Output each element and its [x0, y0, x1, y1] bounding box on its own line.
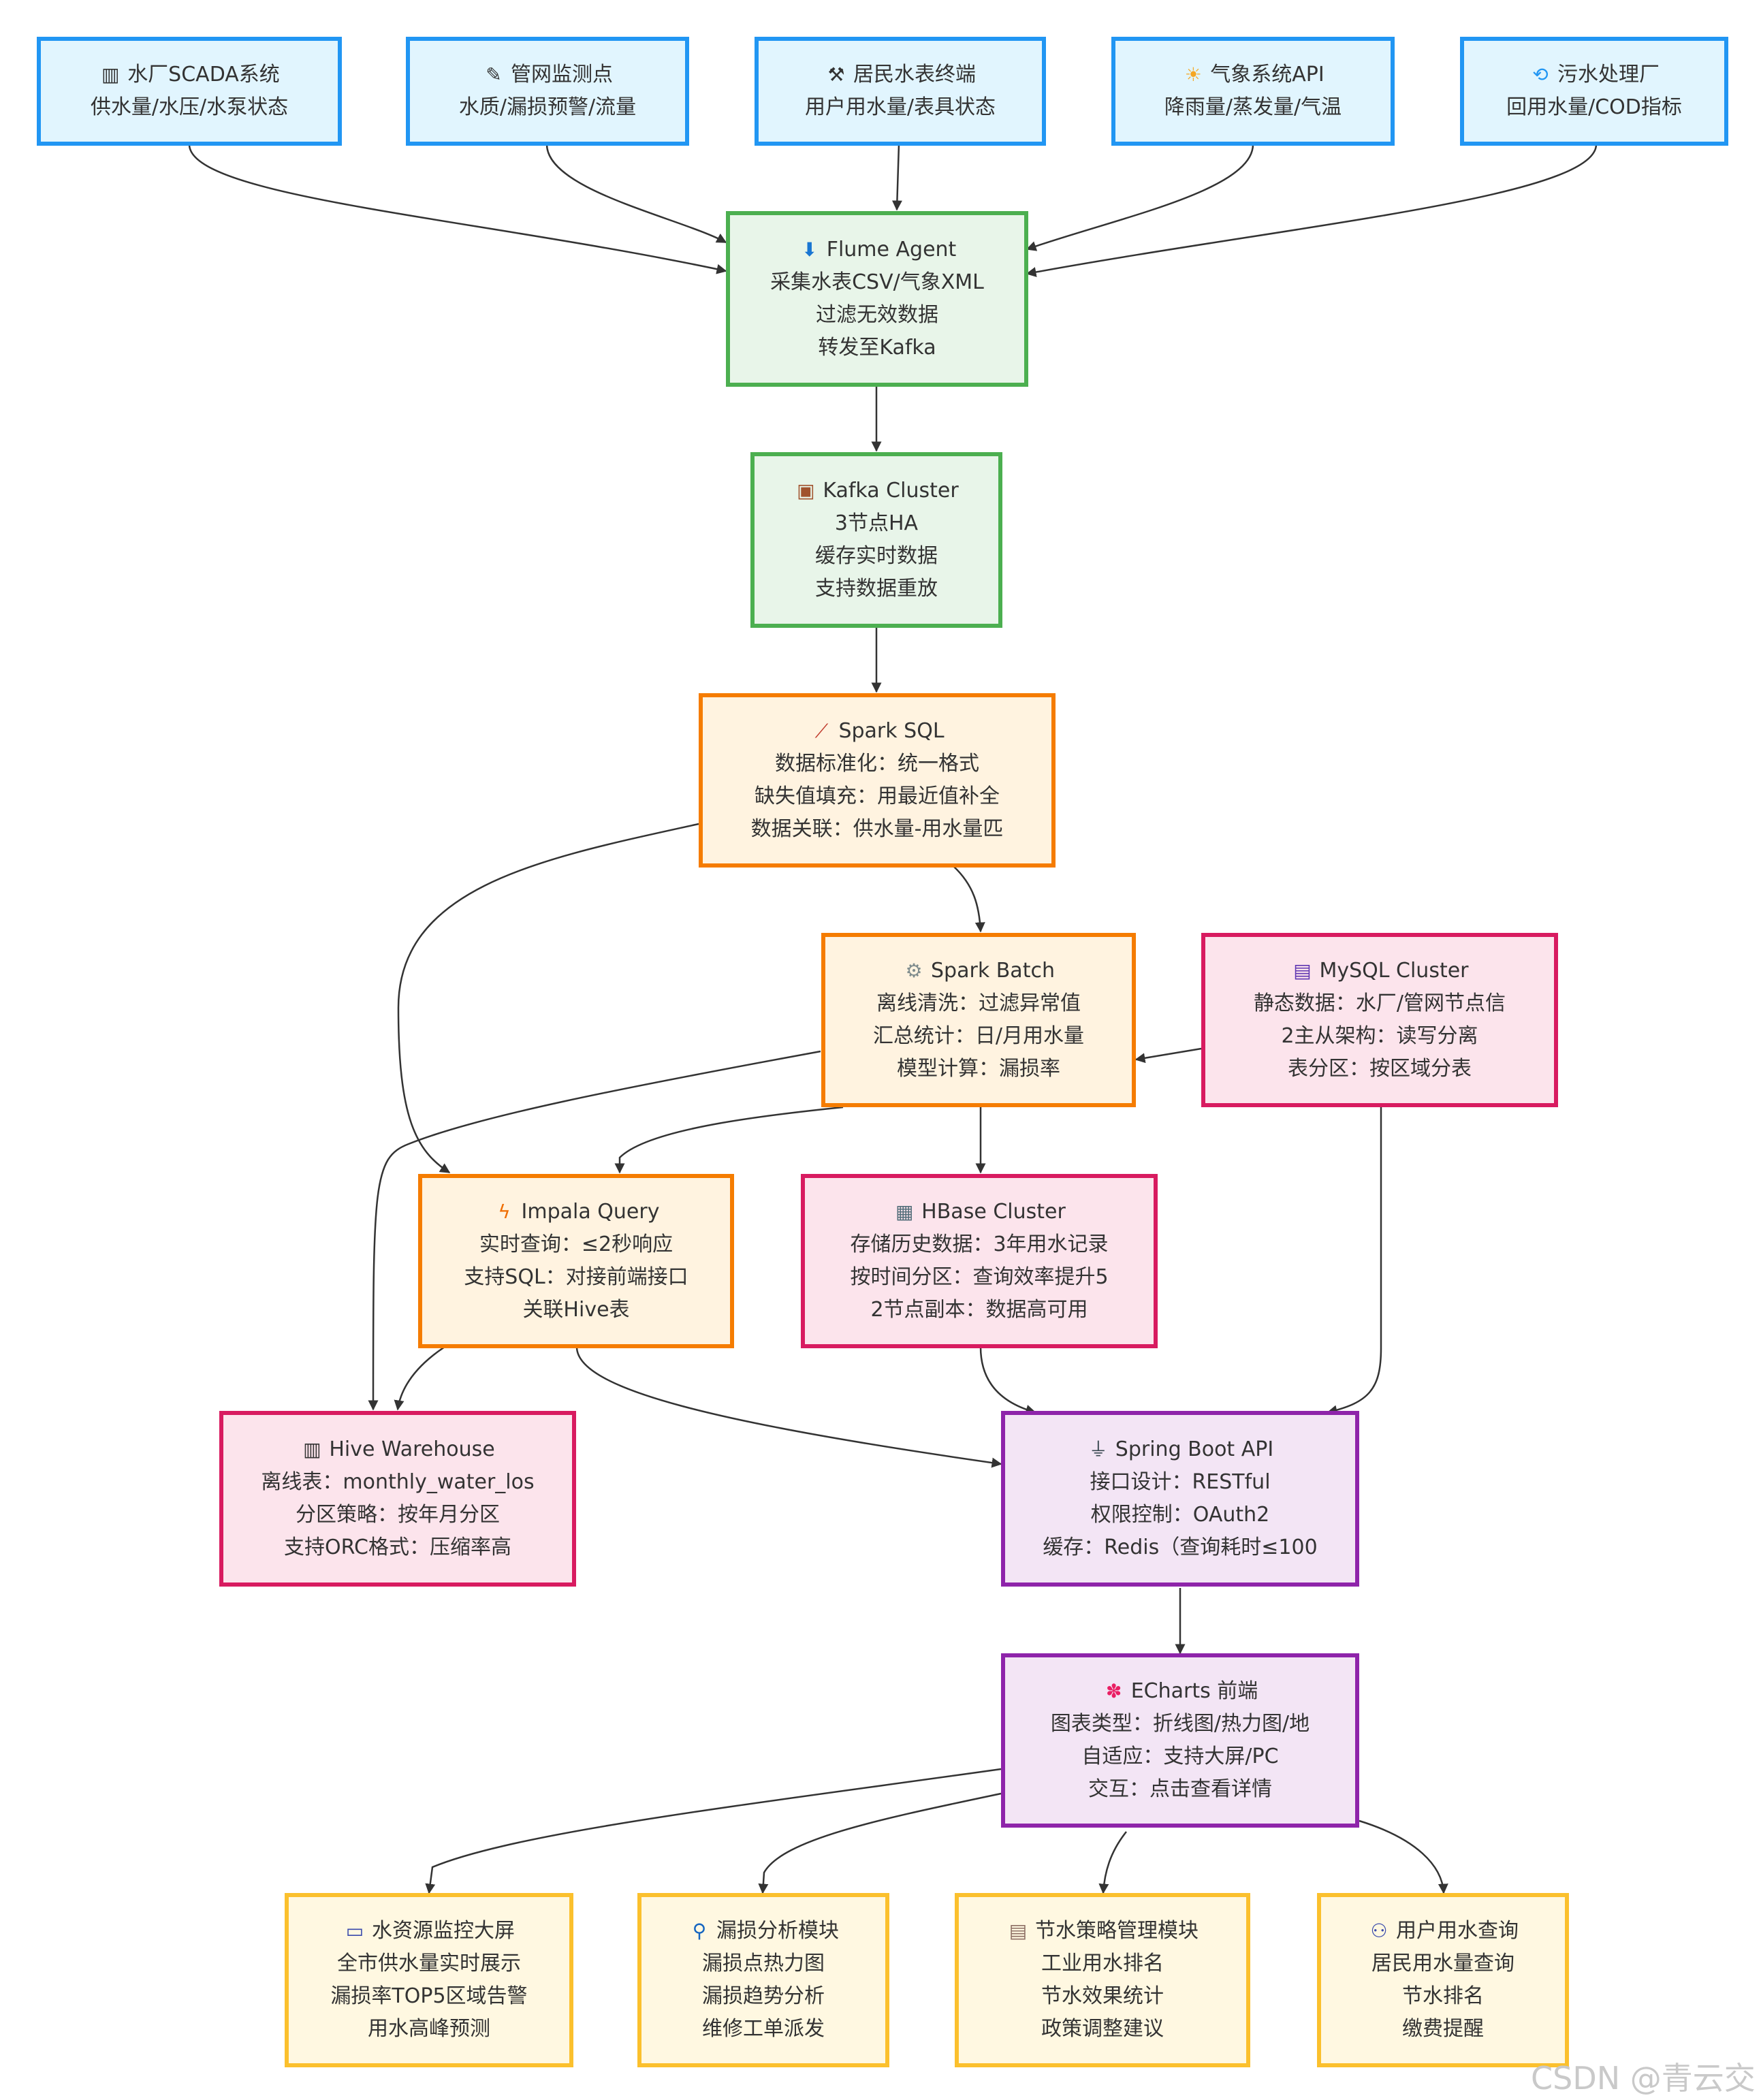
palette-icon: ✽ — [1105, 1680, 1122, 1702]
broom-icon: ⟋ — [814, 720, 829, 742]
floppy-disk-icon: ▤ — [1293, 959, 1312, 982]
edge-echarts-leak — [758, 1792, 1002, 1894]
lightning-icon: ϟ — [498, 1200, 511, 1223]
edge-mysql-batch — [1135, 1047, 1202, 1064]
node-spark-sql: ⟋Spark SQL 数据标准化：统一格式 缺失值填充：用最近值补全 数据关联：… — [699, 693, 1056, 868]
node-pipe-monitor: ✎管网监测点 水质/漏损预警/流量 — [406, 37, 689, 146]
package-icon: ▣ — [797, 479, 815, 502]
edge-hbase-spring — [979, 1346, 1036, 1415]
node-meter-terminal: ⚒居民水表终端 用户用水量/表具状态 — [755, 37, 1046, 146]
node-kafka-cluster: ▣Kafka Cluster 3节点HA 缓存实时数据 支持数据重放 — [750, 452, 1002, 628]
edge-sewage-flume — [1026, 144, 1598, 277]
edge-batch-hive — [368, 1050, 821, 1411]
edge-impala-hive — [394, 1346, 445, 1411]
clipboard-icon: ▤ — [1009, 1920, 1028, 1942]
node-sewage-plant: ⟲污水处理厂 回用水量/COD指标 — [1460, 37, 1728, 146]
edge-impala-spring — [575, 1346, 1002, 1468]
edge-echarts-monitor — [425, 1768, 1002, 1894]
plug-icon: ⏚ — [1088, 1438, 1108, 1461]
users-icon: ⚇ — [1370, 1920, 1388, 1942]
edge-scada-flume — [188, 144, 727, 274]
magnifier-icon: ⚲ — [692, 1920, 707, 1942]
edge-echarts-user — [1359, 1819, 1448, 1894]
edge-echarts-saving — [1098, 1831, 1127, 1894]
syringe-icon: ✎ — [486, 63, 502, 86]
bar-chart-icon: ▥ — [303, 1438, 321, 1461]
edge-batch-impala — [614, 1106, 844, 1174]
tv-icon: ▭ — [345, 1920, 364, 1942]
edge-meter-flume — [891, 144, 902, 211]
node-water-saving: ▤节水策略管理模块 工业用水排名 节水效果统计 政策调整建议 — [955, 1893, 1250, 2067]
inbox-tray-icon: ⬇ — [801, 238, 818, 261]
wrench-icon: ⚒ — [827, 63, 845, 86]
gear-icon: ⚙ — [905, 959, 923, 982]
node-mysql-cluster: ▤MySQL Cluster 静态数据：水厂/管网节点信 2主从架构：读写分离 … — [1201, 933, 1558, 1107]
node-hive-warehouse: ▥Hive Warehouse 离线表：monthly_water_los 分区… — [219, 1411, 576, 1587]
node-leak-analysis: ⚲漏损分析模块 漏损点热力图 漏损趋势分析 维修工单派发 — [637, 1893, 889, 2067]
edge-sparksql-impala — [397, 823, 699, 1174]
edge-weather-flume — [1026, 144, 1254, 251]
sun-cloud-icon: ☀ — [1184, 63, 1202, 86]
node-weather-api: ☀气象系统API 降雨量/蒸发量/气温 — [1111, 37, 1395, 146]
edge-mysql-spring — [1327, 1107, 1382, 1416]
node-spark-batch: ⚙Spark Batch 离线清洗：过滤异常值 汇总统计：日/月用水量 模型计算… — [821, 933, 1136, 1107]
node-user-query: ⚇用户用水查询 居民用水量查询 节水排名 缴费提醒 — [1317, 1893, 1569, 2067]
node-hbase-cluster: ▦HBase Cluster 存储历史数据：3年用水记录 按时间分区：查询效率提… — [801, 1174, 1158, 1348]
node-spring-boot-api: ⏚Spring Boot API 接口设计：RESTful 权限控制：OAuth… — [1001, 1411, 1359, 1587]
bar-chart-icon: ▥ — [101, 63, 120, 86]
recycle-icon: ⟲ — [1532, 63, 1549, 86]
edge-pipe-flume — [545, 144, 727, 244]
node-scada: ▥水厂SCADA系统 供水量/水压/水泵状态 — [37, 37, 342, 146]
node-monitor-screen: ▭水资源监控大屏 全市供水量实时展示 漏损率TOP5区域告警 用水高峰预测 — [285, 1893, 573, 2067]
node-flume-agent: ⬇Flume Agent 采集水表CSV/气象XML 过滤无效数据 转发至Kaf… — [726, 211, 1028, 387]
file-cabinet-icon: ▦ — [895, 1200, 914, 1223]
edge-sparksql-batch — [953, 865, 985, 933]
watermark: CSDN @青云交 — [1531, 2060, 1756, 2097]
node-echarts-frontend: ✽ECharts 前端 图表类型：折线图/热力图/地 自适应：支持大屏/PC 交… — [1001, 1653, 1359, 1828]
